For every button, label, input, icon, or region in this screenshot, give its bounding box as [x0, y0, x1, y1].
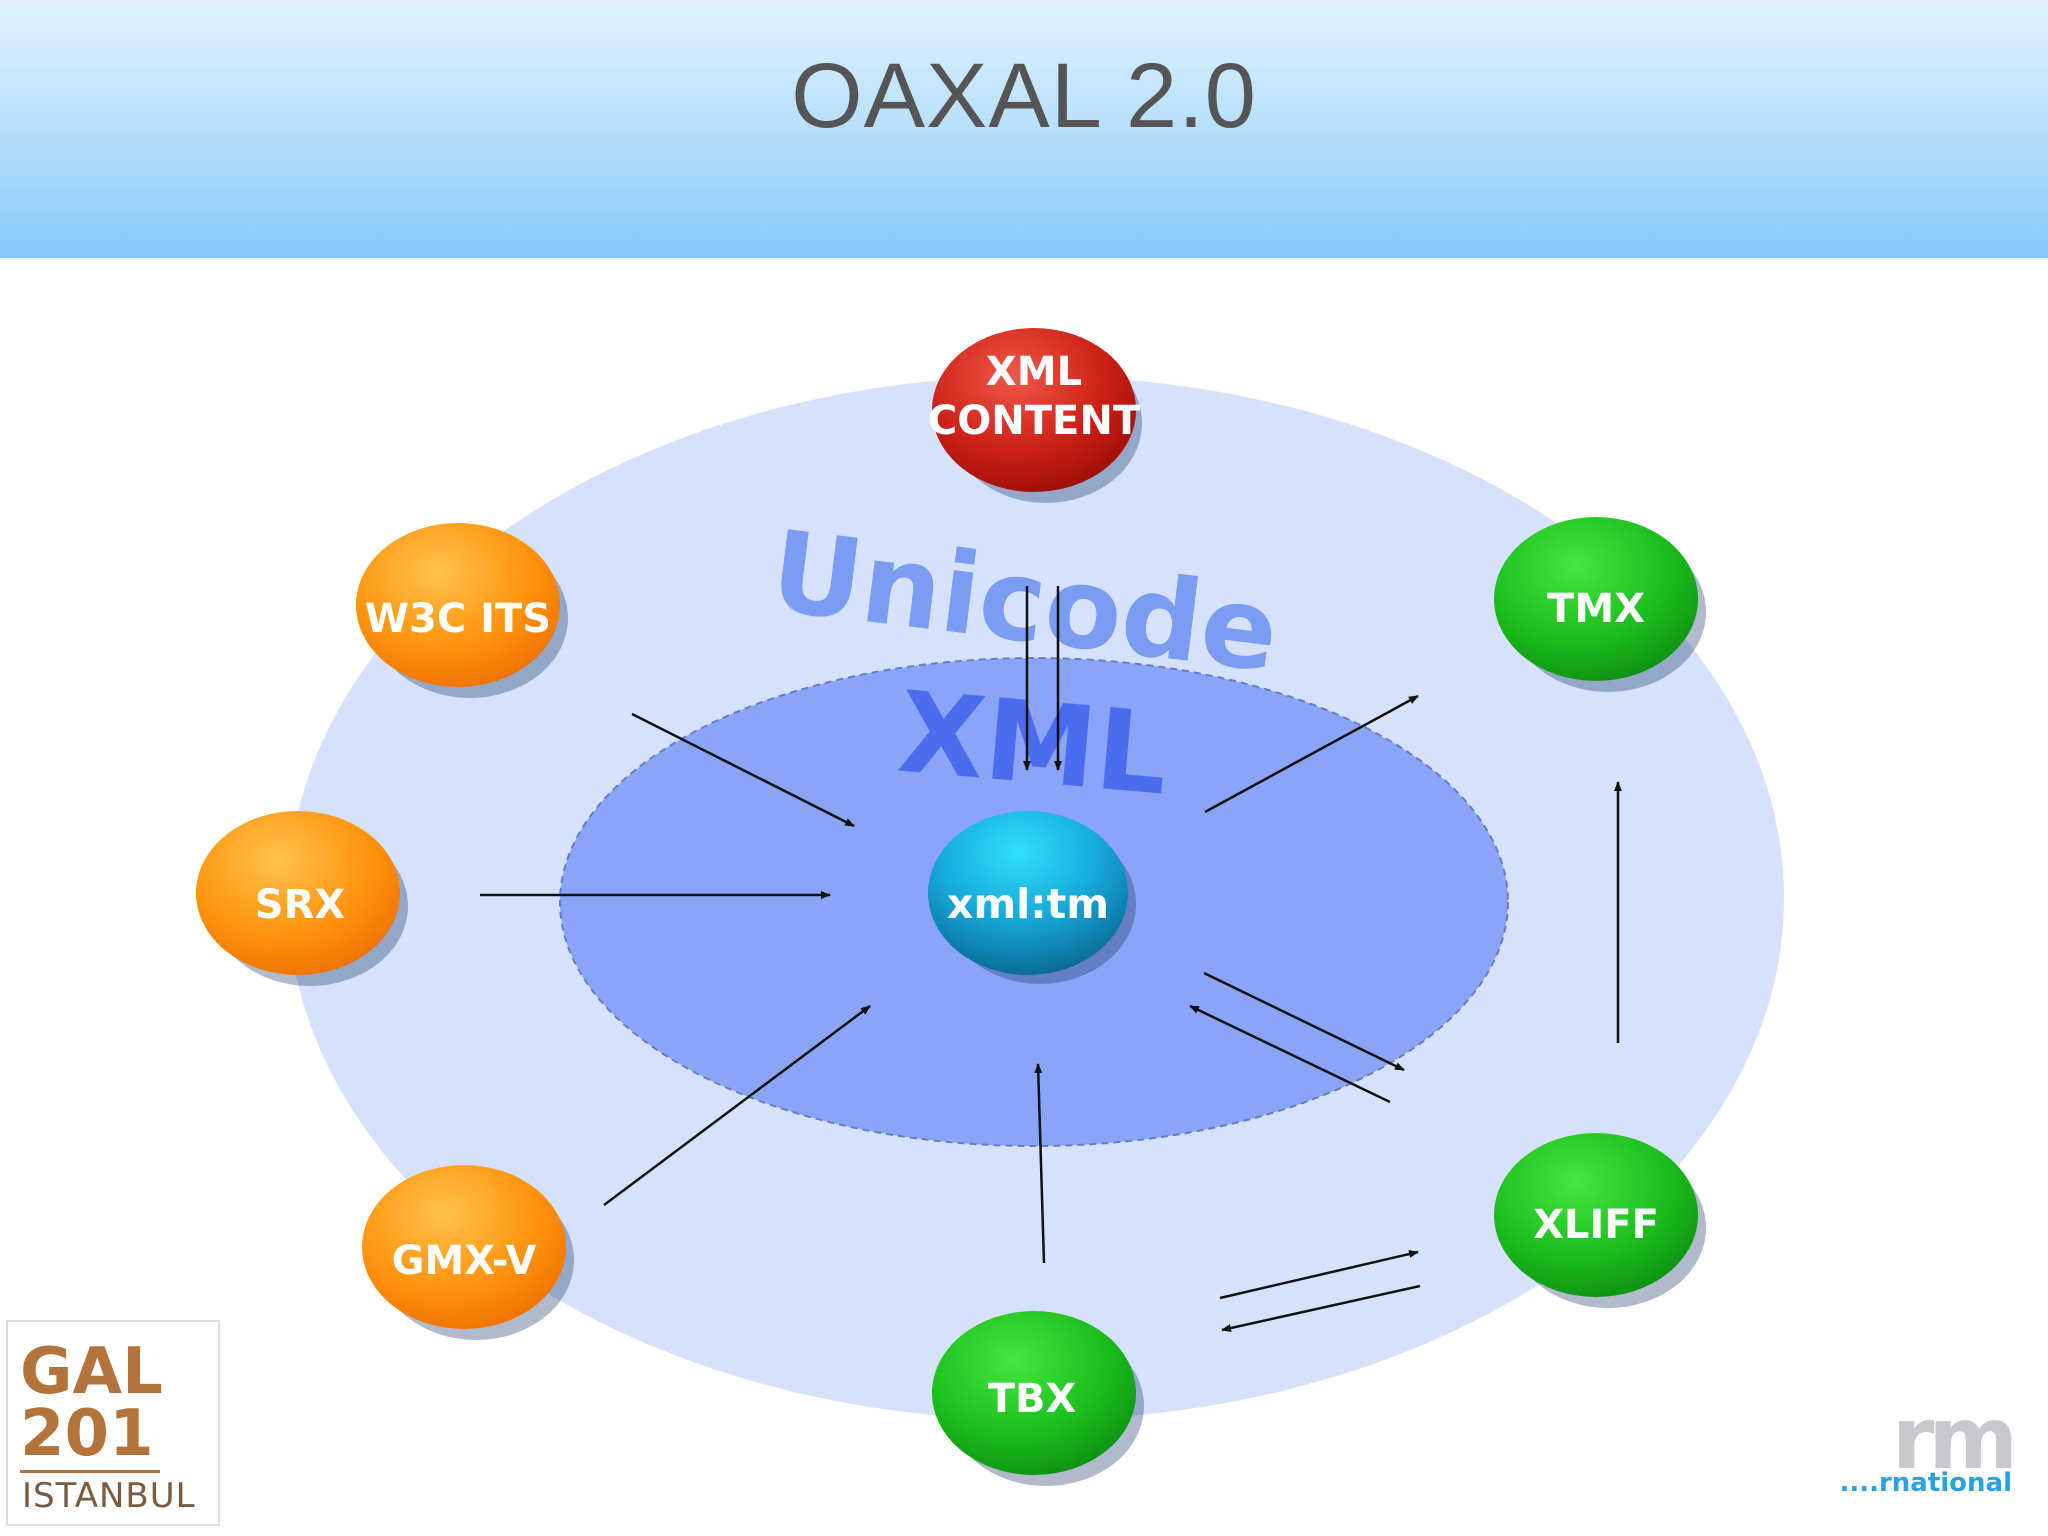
node-xml-content: XML CONTENT [928, 328, 1142, 503]
edge-arrows [480, 586, 1622, 1332]
node-xml-content-label-line2: CONTENT [928, 398, 1141, 444]
arrow-w3c-its-to-xmltm [631, 712, 855, 828]
logo-left-line3: ISTANBUL [22, 1476, 196, 1516]
arrow-tbx-to-xliff [1219, 1250, 1419, 1300]
node-tmx-label: TMX [1547, 586, 1645, 632]
logo-left-line1: GAL [20, 1335, 163, 1409]
node-xliff-label: XLIFF [1533, 1202, 1659, 1248]
slide-title: OAXAL 2.0 [791, 45, 1257, 147]
arrow-gmx-v-to-xmltm [603, 1004, 871, 1207]
node-srx-label: SRX [255, 882, 346, 928]
logo-left-line2: 201 [20, 1397, 154, 1471]
node-w3c-its: W3C ITS [356, 523, 568, 698]
node-w3c-its-label: W3C ITS [365, 596, 551, 642]
arrow-xliff-to-tbx [1221, 1284, 1421, 1332]
logo-left-rule [20, 1470, 160, 1473]
node-tbx: TBX [932, 1311, 1144, 1486]
logo-right-mark: rm [1891, 1389, 2018, 1489]
xml-intl-logo: rm ....rnational [1839, 1389, 2018, 1506]
arrow-xliff-to-xmltm [1189, 1004, 1391, 1104]
node-tmx: TMX [1494, 517, 1706, 692]
logo-right-sub: ....rnational [1839, 1468, 2012, 1498]
node-xliff: XLIFF [1494, 1133, 1706, 1308]
gala-istanbul-logo: GAL 201 ISTANBUL [6, 1320, 220, 1526]
header-band [0, 0, 2048, 258]
node-xmltm-label: xml:tm [947, 880, 1109, 928]
node-srx: SRX [196, 811, 408, 986]
arrow-xmltm-to-tmx [1204, 694, 1419, 814]
arrow-xmltm-to-xliff [1203, 971, 1405, 1072]
xml-layer-label: XML [894, 668, 1173, 821]
node-gmx-v-label: GMX-V [392, 1238, 537, 1284]
node-xmltm: xml:tm [928, 811, 1136, 984]
node-xml-content-label-line1: XML [986, 349, 1082, 395]
arrow-tbx-to-xmltm [1034, 1063, 1046, 1264]
node-gmx-v: GMX-V [362, 1165, 574, 1340]
node-tbx-label: TBX [988, 1376, 1077, 1422]
